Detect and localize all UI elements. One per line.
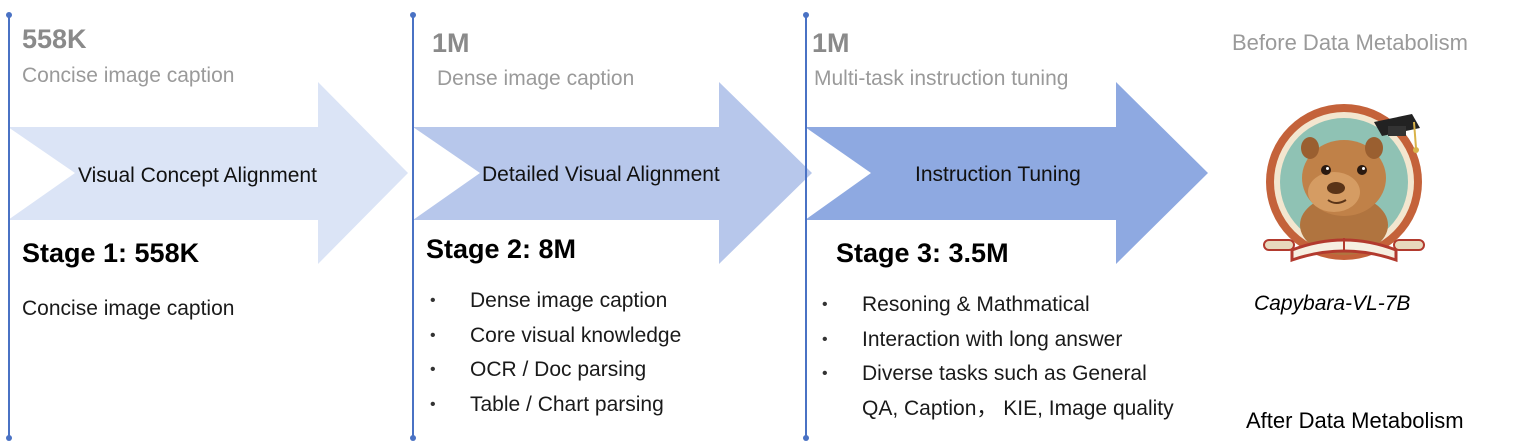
stage-3-timeline xyxy=(805,15,807,439)
stage-1-arrow xyxy=(8,82,408,264)
stage-2-bullet-list: Dense image caption Core visual knowledg… xyxy=(424,284,681,422)
stage-2-timeline-dot-top xyxy=(410,12,416,18)
stage-3-before-count: 1M xyxy=(812,28,850,58)
stage-3-arrow xyxy=(805,82,1208,264)
stage-3-bullet-list: Resoning & Mathmatical Interaction with … xyxy=(816,288,1174,426)
after-data-metabolism-label: After Data Metabolism xyxy=(1246,408,1464,433)
stage-3-timeline-dot-bottom xyxy=(803,435,809,441)
list-item-continuation: QA, Caption， KIE, Image quality xyxy=(816,392,1174,427)
list-item: Interaction with long answer xyxy=(816,323,1174,358)
stage-2-before-desc: Dense image caption xyxy=(437,67,635,90)
stage-3-title: Stage 3: 3.5M xyxy=(836,238,1009,268)
list-item: OCR / Doc parsing xyxy=(424,353,681,388)
stage-1-before-count: 558K xyxy=(22,24,87,54)
list-item: Diverse tasks such as General xyxy=(816,357,1174,392)
list-item: Core visual knowledge xyxy=(424,319,681,354)
stage-2-arrow-label: Detailed Visual Alignment xyxy=(482,163,720,186)
stage-3-before-desc: Multi-task instruction tuning xyxy=(814,67,1069,90)
stage-3-timeline-dot-top xyxy=(803,12,809,18)
model-name: Capybara-VL-7B xyxy=(1254,292,1411,315)
stage-1-timeline-dot-top xyxy=(6,12,12,18)
stage-1-before-desc: Concise image caption xyxy=(22,64,235,87)
stage-1-timeline-dot-bottom xyxy=(6,435,12,441)
list-item: Dense image caption xyxy=(424,284,681,319)
stage-1-timeline xyxy=(8,15,10,439)
list-item: Resoning & Mathmatical xyxy=(816,288,1174,323)
stage-1-arrow-label: Visual Concept Alignment xyxy=(78,164,317,187)
list-item: Table / Chart parsing xyxy=(424,388,681,423)
stage-2-arrow xyxy=(413,82,812,264)
stage-3-arrow-label: Instruction Tuning xyxy=(915,163,1081,186)
stage-2-before-count: 1M xyxy=(432,28,470,58)
stage-1-description: Concise image caption xyxy=(22,297,235,320)
capybara-logo xyxy=(1263,104,1425,263)
stage-2-title: Stage 2: 8M xyxy=(426,234,577,264)
stage-2-timeline-dot-bottom xyxy=(410,435,416,441)
stage-2-timeline xyxy=(412,15,414,439)
stage-1-title: Stage 1: 558K xyxy=(22,238,200,268)
before-data-metabolism-label: Before Data Metabolism xyxy=(1232,30,1468,55)
bullet-continuation-text: QA, Caption， KIE, Image quality xyxy=(862,396,1174,420)
